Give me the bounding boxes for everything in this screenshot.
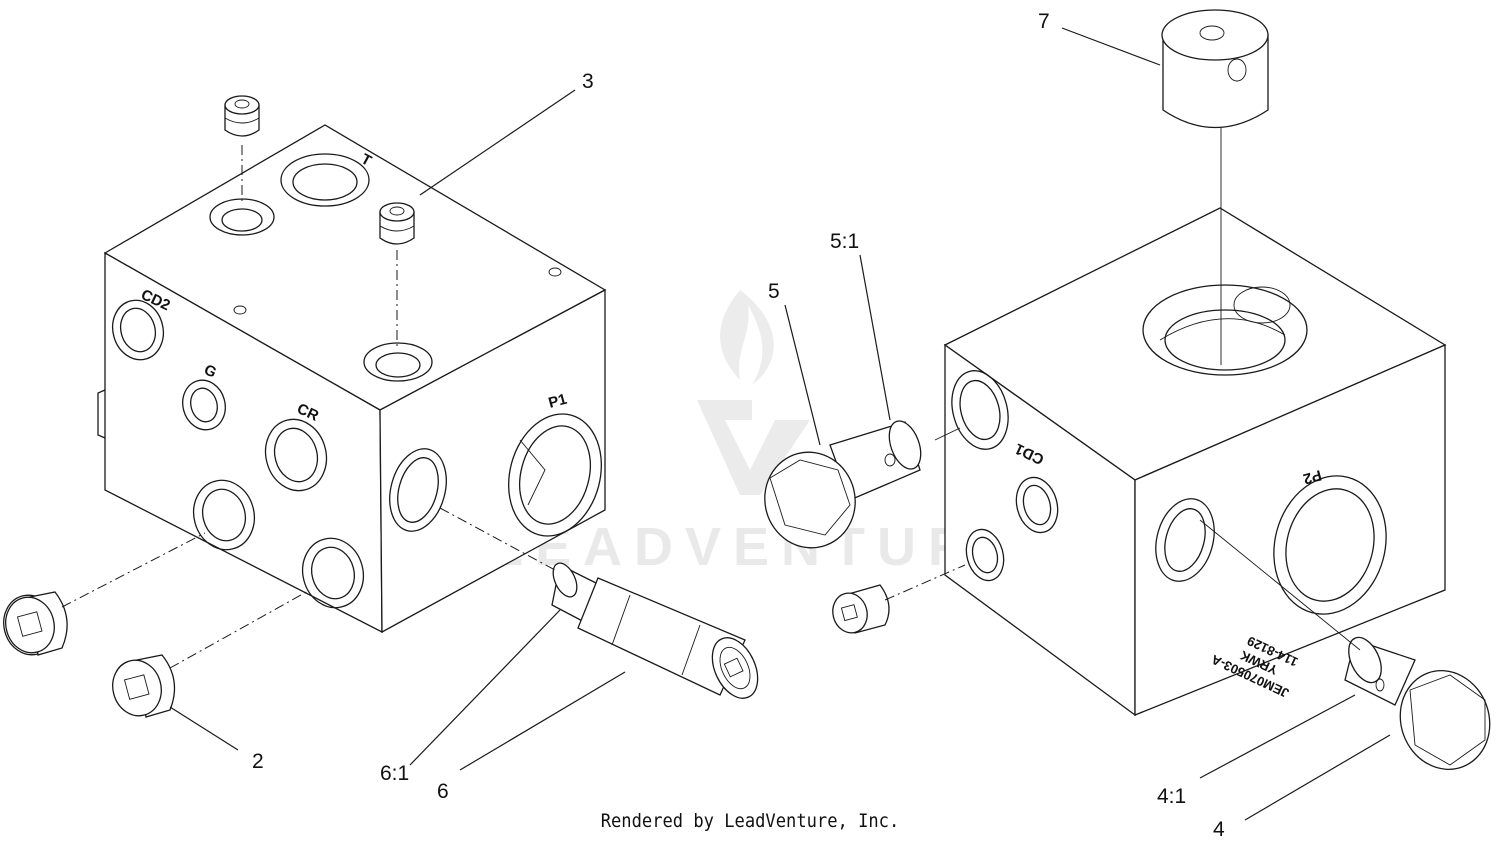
right-valve-block: CD1 P2 JEM070503-A YRWK 114-8129 [943, 207, 1447, 717]
callout-labels: 7 3 5:1 5 2 6:1 6 4:1 4 [252, 10, 1225, 841]
left-valve-block: T CD2 G CR P1 [97, 124, 607, 634]
plug-item-2-lower [112, 654, 176, 718]
fitting-item-7 [1161, 9, 1269, 129]
leadventure-watermark: LEADVENTURE [490, 290, 1027, 577]
callout-5: 5 [768, 280, 780, 303]
callout-6-1: 6:1 [380, 762, 409, 785]
plug-item-3 [379, 202, 415, 245]
port-label-p1: P1 [547, 391, 569, 412]
callout-6: 6 [437, 780, 449, 803]
callout-4: 4 [1213, 818, 1225, 841]
leader-lines [169, 27, 1391, 821]
callout-4-1: 4:1 [1157, 785, 1186, 808]
cartridge-item-6 [551, 562, 759, 699]
port-label-p2: P2 [1301, 466, 1323, 487]
plug-right-block [832, 584, 890, 634]
cartridge-item-4 [1344, 636, 1491, 770]
footer-credit: Rendered by LeadVenture, Inc. [600, 810, 900, 832]
callout-3: 3 [582, 70, 594, 93]
plug-item-3-rear [224, 95, 260, 137]
plug-item-2-upper [3, 591, 68, 656]
callout-7: 7 [1038, 10, 1050, 33]
cartridge-item-5 [764, 420, 922, 549]
callout-5-1: 5:1 [830, 230, 859, 253]
watermark-text: LEADVENTURE [490, 517, 1027, 577]
callout-2: 2 [252, 750, 264, 773]
